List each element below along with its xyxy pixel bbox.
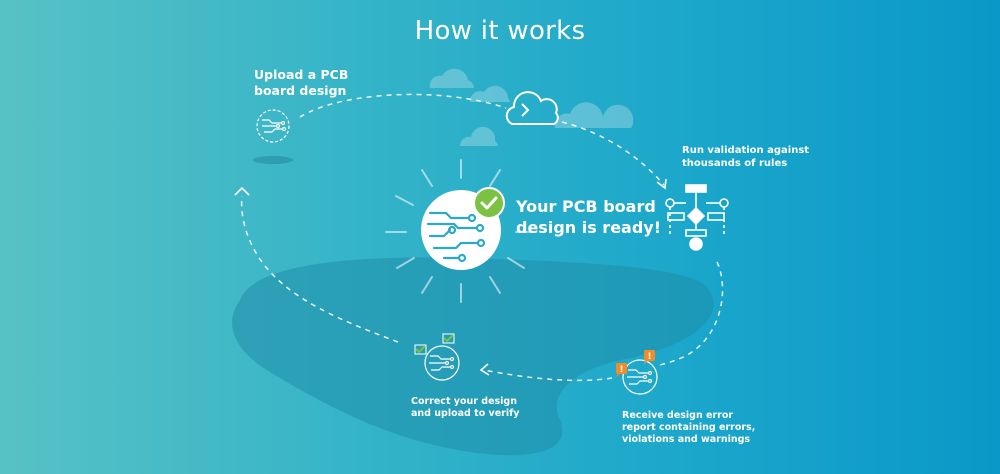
cloud-icon: [429, 68, 474, 88]
arrow-icon: [234, 186, 250, 196]
cloud-icon: [554, 102, 634, 128]
pcb-circuit-icon: [426, 211, 486, 263]
cloud-icon: [459, 126, 498, 146]
pcb-circuit-icon: [424, 345, 460, 381]
step-upload-line1: Upload a PCB: [254, 67, 349, 82]
step-validate-line1: Run validation against: [682, 145, 810, 156]
svg-text:!: !: [619, 365, 623, 375]
step-report-line1: Receive design error: [622, 410, 734, 421]
checkmark-icon: [480, 196, 498, 210]
checkmark-icon: [414, 344, 427, 355]
warning-icon: !: [643, 350, 655, 365]
arrow-icon: [656, 178, 667, 190]
step-upload-line2: board design: [254, 83, 347, 98]
step-correct-line2: and upload to verify: [411, 408, 520, 419]
icon-shadow: [253, 156, 293, 164]
step-validate-line2: thousands of rules: [682, 158, 788, 169]
cycle-path: [240, 93, 724, 382]
arrow-icon: [479, 363, 490, 376]
page-title: How it works: [414, 16, 586, 46]
warning-icon: !: [615, 363, 627, 378]
flowchart-icon: [665, 184, 729, 251]
pcb-circuit-icon: [622, 359, 658, 395]
ready-message-line1: Your PCB board: [516, 197, 656, 216]
step-validate-label: Run validation against thousands of rule…: [682, 144, 810, 170]
checkmark-icon: [442, 333, 455, 344]
step-report-line2: report containing errors,: [622, 422, 756, 433]
step-correct-line1: Correct your design: [411, 396, 517, 407]
pcb-circuit-icon: [256, 109, 290, 143]
clouds: [429, 68, 634, 146]
ready-message-line2: design is ready!: [516, 218, 662, 237]
step-correct-label: Correct your design and upload to verify: [411, 396, 531, 420]
ready-pcb-badge: [421, 187, 505, 270]
glow-rays: [385, 159, 535, 303]
step-upload-label: Upload a PCB board design: [254, 67, 348, 99]
island-shape: [232, 257, 714, 456]
ready-message: Your PCB board design is ready!: [516, 196, 661, 238]
upload-cloud-icon: [505, 91, 559, 125]
step-report-label: Receive design error report containing e…: [622, 410, 762, 446]
svg-text:!: !: [647, 352, 651, 362]
step-report-line3: violations and warnings: [622, 434, 751, 445]
checkmark-badge: [473, 187, 505, 219]
cloud-icon: [469, 85, 510, 102]
